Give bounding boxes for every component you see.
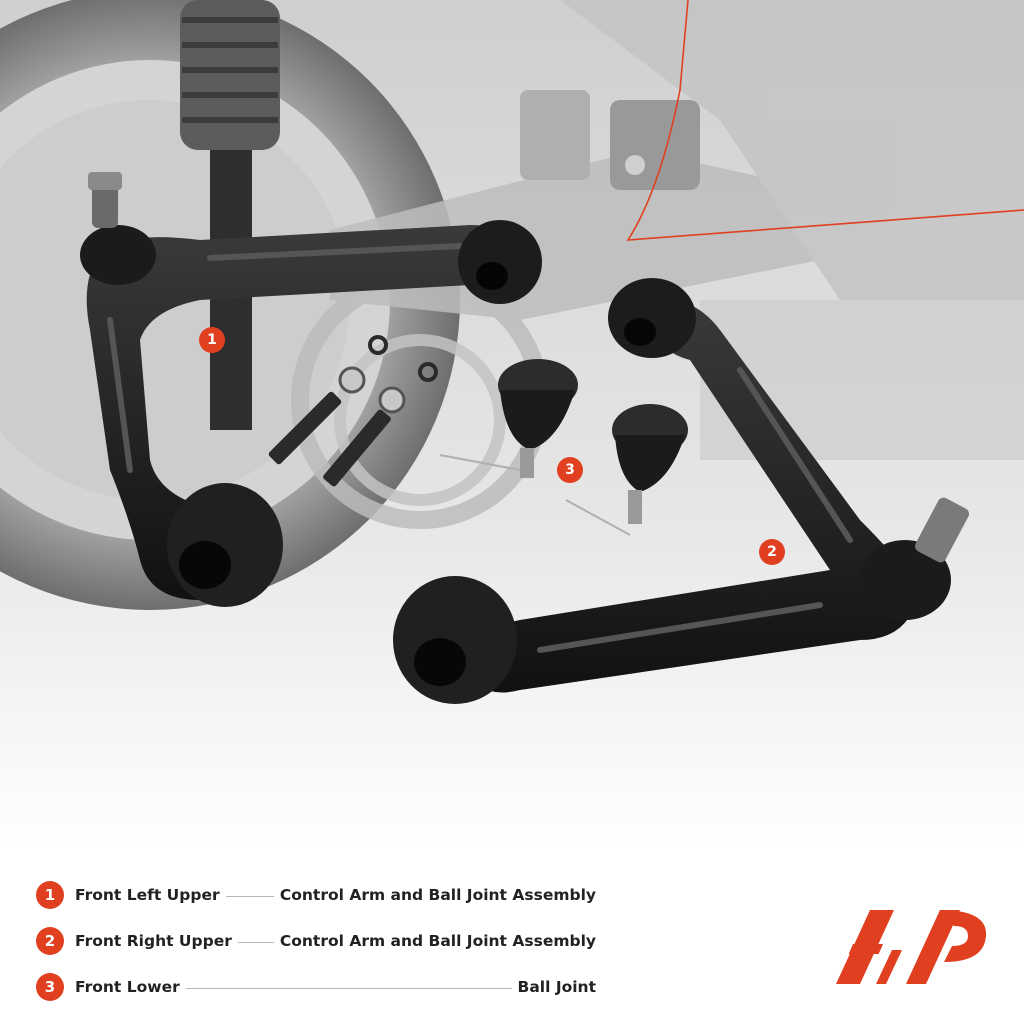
legend-part-label: Control Arm and Ball Joint Assembly: [279, 932, 596, 950]
legend-position-label: Front Left Upper: [75, 886, 220, 904]
legend-number-badge: 1: [36, 881, 64, 909]
control-arm-right-shape: [393, 278, 969, 704]
legend-divider: [225, 895, 274, 897]
callout-marker-2: 2: [759, 539, 785, 565]
legend-divider: [185, 987, 512, 989]
legend-position-label: Front Lower: [75, 978, 180, 996]
suspension-photo: [0, 0, 1024, 850]
ap-brand-logo-icon: [836, 910, 987, 984]
legend-row: 1 Front Left Upper Control Arm and Ball …: [36, 872, 596, 918]
callout-number: 2: [767, 544, 777, 560]
legend-part-label: Ball Joint: [517, 978, 596, 996]
legend-part-label: Control Arm and Ball Joint Assembly: [279, 886, 596, 904]
red-accent-line: [626, 0, 1024, 241]
control-arm-left-shape: [80, 172, 542, 607]
callout-number: 1: [207, 332, 217, 348]
legend-number-badge: 3: [36, 973, 64, 1001]
legend-row: 3 Front Lower Ball Joint: [36, 964, 596, 1010]
callout-marker-3: 3: [557, 457, 583, 483]
lower-ball-joint-shapes: [439, 359, 688, 536]
parts-legend: 1 Front Left Upper Control Arm and Ball …: [36, 872, 596, 1010]
callout-marker-1: 1: [199, 327, 225, 353]
hardware-bolts-shapes: [268, 335, 438, 487]
legend-position-label: Front Right Upper: [75, 932, 232, 950]
legend-row: 2 Front Right Upper Control Arm and Ball…: [36, 918, 596, 964]
callout-number: 3: [565, 462, 575, 478]
legend-number-badge: 2: [36, 927, 64, 955]
legend-divider: [237, 941, 274, 943]
